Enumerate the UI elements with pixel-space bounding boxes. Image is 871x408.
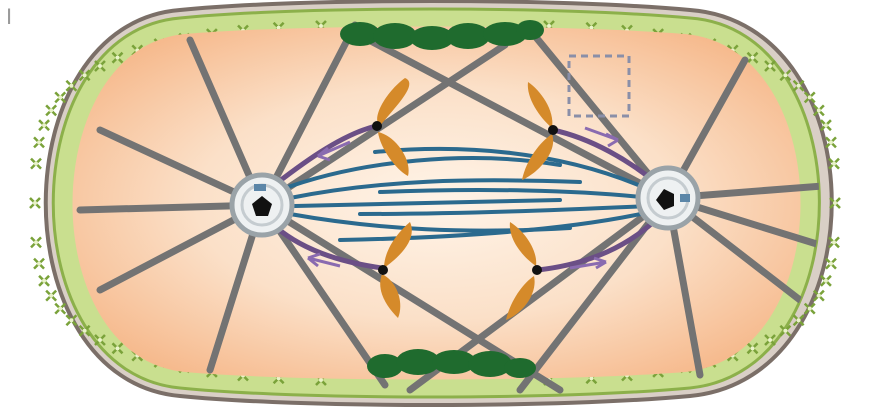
actin-node [797, 318, 801, 322]
actin-node [832, 240, 836, 244]
kinetochore [548, 125, 558, 135]
actin-node [69, 84, 73, 88]
contractile-ring-icon [516, 20, 544, 40]
actin-node [42, 123, 46, 127]
actin-node [768, 338, 772, 342]
actin-node [49, 294, 53, 298]
actin-node [824, 279, 828, 283]
actin-node [783, 73, 787, 77]
actin-node [34, 240, 38, 244]
actin-node [751, 346, 755, 350]
kinetochore [372, 121, 382, 131]
actin-node [817, 108, 821, 112]
actin-node [69, 318, 73, 322]
actin-node [58, 307, 62, 311]
actin-node [768, 64, 772, 68]
actin-node [83, 329, 87, 333]
kinetochore [378, 265, 388, 275]
actin-node [83, 73, 87, 77]
actin-node [98, 338, 102, 342]
actin-node [37, 140, 41, 144]
kinetochore [532, 265, 542, 275]
actin-node [319, 24, 323, 28]
actin-node [832, 162, 836, 166]
actin-node [833, 201, 837, 205]
centrosome-left [232, 175, 292, 235]
actin-node [829, 262, 833, 266]
actin-node [808, 307, 812, 311]
actin-node [817, 294, 821, 298]
actin-node [797, 84, 801, 88]
actin-node [824, 123, 828, 127]
actin-node [58, 95, 62, 99]
actin-node [783, 329, 787, 333]
actin-node [34, 162, 38, 166]
actin-node [751, 56, 755, 60]
centriole [680, 194, 690, 202]
actin-node [42, 279, 46, 283]
actin-node [547, 24, 551, 28]
actin-node [37, 262, 41, 266]
centriole [254, 184, 266, 191]
actin-node [319, 378, 323, 382]
actin-node [33, 201, 37, 205]
actin-node [808, 95, 812, 99]
actin-node [115, 56, 119, 60]
centrosome-right [638, 168, 698, 228]
actin-node [829, 140, 833, 144]
actin-node [115, 346, 119, 350]
actin-node [49, 108, 53, 112]
actin-node [98, 64, 102, 68]
contractile-ring-icon [504, 358, 536, 378]
